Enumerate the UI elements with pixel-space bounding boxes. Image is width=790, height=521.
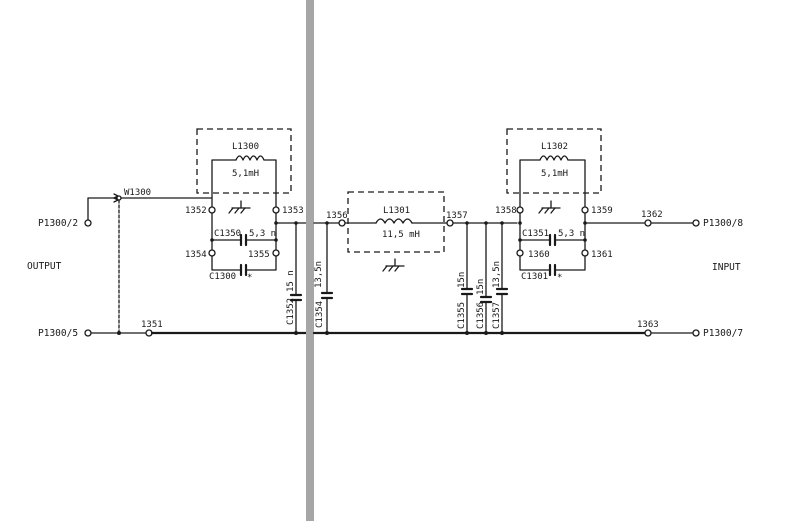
node-1351-label: 1351 xyxy=(141,320,163,330)
capacitor-c1301-ref: C1301 xyxy=(521,272,548,282)
capacitor-c1300-mark: * xyxy=(247,273,252,283)
node-1359-label: 1359 xyxy=(591,206,613,216)
ground-icon xyxy=(538,200,561,214)
capacitor-c1356-ref: C1356 xyxy=(476,302,486,329)
capacitor-c1357-value: 13,5n xyxy=(492,261,502,288)
side-label-input: INPUT xyxy=(712,262,741,273)
inductor-l1302-ref: L1302 xyxy=(541,142,568,152)
connector-p1300-5-terminal[interactable] xyxy=(84,329,92,337)
capacitor-c1300-plates xyxy=(239,263,248,277)
inductor-l1300-value: 5,1mH xyxy=(232,169,259,179)
labels: P1300/2 P1300/5 P1300/8 P1300/7 OUTPUT I… xyxy=(27,142,743,339)
ground-icon xyxy=(228,200,251,214)
capacitor-c1351-plates xyxy=(548,233,557,247)
pad-1355[interactable] xyxy=(272,249,280,257)
capacitor-c1350-plates xyxy=(239,233,248,247)
middle-network xyxy=(312,191,650,335)
pad-1353[interactable] xyxy=(272,206,280,214)
capacitor-c1355-ref: C1355 xyxy=(457,302,467,329)
capacitor-c1350-ref: C1350 xyxy=(214,229,241,239)
wire-left-verticals xyxy=(211,212,277,251)
inductor-l1300-ref: L1300 xyxy=(232,142,259,152)
switch-w1300-label: W1300 xyxy=(124,188,151,198)
inductor-l1300-coil xyxy=(235,155,265,161)
ground-icon xyxy=(382,258,405,272)
inductor-l1302-value: 5,1mH xyxy=(541,169,568,179)
node-1352-label: 1352 xyxy=(185,206,207,216)
capacitor-c1355-value: 15n xyxy=(457,272,467,288)
pad-1358[interactable] xyxy=(516,206,524,214)
node-1353-label: 1353 xyxy=(282,206,304,216)
pad-1362[interactable] xyxy=(644,219,652,227)
node-1363-label: 1363 xyxy=(637,320,659,330)
inductor-l1301-ref: L1301 xyxy=(383,206,410,216)
connector-p1300-5-label: P1300/5 xyxy=(38,328,78,339)
node-1362-label: 1362 xyxy=(641,210,663,220)
capacitor-c1350-value: 5,3 n xyxy=(249,229,276,239)
capacitor-c1301-mark: * xyxy=(557,273,562,283)
capacitor-c1354-ref: C1354 xyxy=(315,301,325,328)
connector-p1300-7-label: P1300/7 xyxy=(703,328,743,339)
connector-p1300-7-terminal[interactable] xyxy=(692,329,700,337)
connector-p1300-2-terminal[interactable] xyxy=(84,219,92,227)
node-1354-label: 1354 xyxy=(185,250,207,260)
capacitor-c1352-value: 15 n xyxy=(286,270,296,292)
inductor-l1301-coil xyxy=(375,218,413,224)
shield-box-l1302 xyxy=(506,128,602,194)
node-1356-label: 1356 xyxy=(326,211,348,221)
inductor-l1302-coil xyxy=(539,155,569,161)
wire-p1300-2 xyxy=(87,197,117,221)
pad-1360[interactable] xyxy=(516,249,524,257)
pad-1359[interactable] xyxy=(581,206,589,214)
capacitor-c1300-ref: C1300 xyxy=(209,272,236,282)
pad-1354[interactable] xyxy=(208,249,216,257)
capacitor-c1354-plates xyxy=(320,291,334,300)
left-network xyxy=(84,128,308,337)
wire-right-verticals xyxy=(519,212,586,251)
wire-l1302-leads xyxy=(519,159,586,208)
capacitor-c1356-plates xyxy=(479,295,493,304)
wire-l1300-leads xyxy=(211,159,277,208)
pad-1361[interactable] xyxy=(581,249,589,257)
capacitor-c1353-value: 13,5n xyxy=(314,261,324,288)
capacitor-c1356-value: 15n xyxy=(476,279,486,295)
capacitor-c1357-ref: C1357 xyxy=(492,302,502,329)
connector-p1300-8-label: P1300/8 xyxy=(703,218,743,229)
connector-p1300-2-label: P1300/2 xyxy=(38,218,78,229)
wire-c1301 xyxy=(519,255,586,271)
node-1355-label: 1355 xyxy=(248,250,270,260)
node-1361-label: 1361 xyxy=(591,250,613,260)
capacitor-c1351-ref: C1351 xyxy=(522,229,549,239)
wire-c1300 xyxy=(211,255,277,271)
switch-w1300-contact xyxy=(113,193,119,203)
pad-1352[interactable] xyxy=(208,206,216,214)
connector-p1300-8-terminal[interactable] xyxy=(692,219,700,227)
right-network xyxy=(506,128,700,337)
page-gutter xyxy=(306,0,314,521)
shield-box-l1300 xyxy=(196,128,292,194)
capacitor-c1357-plates xyxy=(495,287,509,296)
node-1358-label: 1358 xyxy=(495,206,517,216)
capacitor-c1355-plates xyxy=(460,287,474,296)
capacitor-c1352-plates xyxy=(289,293,303,302)
capacitor-c1351-value: 5,3 n xyxy=(558,229,585,239)
node-1360-label: 1360 xyxy=(528,250,550,260)
pad-1363[interactable] xyxy=(644,329,652,337)
shield-box-l1301 xyxy=(347,191,445,253)
capacitor-c1352-ref: C1352 xyxy=(286,298,296,325)
capacitor-c1301-plates xyxy=(548,263,557,277)
inductor-l1301-value: 11,5 mH xyxy=(382,230,420,240)
side-label-output: OUTPUT xyxy=(27,261,62,272)
node-1357-label: 1357 xyxy=(446,211,468,221)
